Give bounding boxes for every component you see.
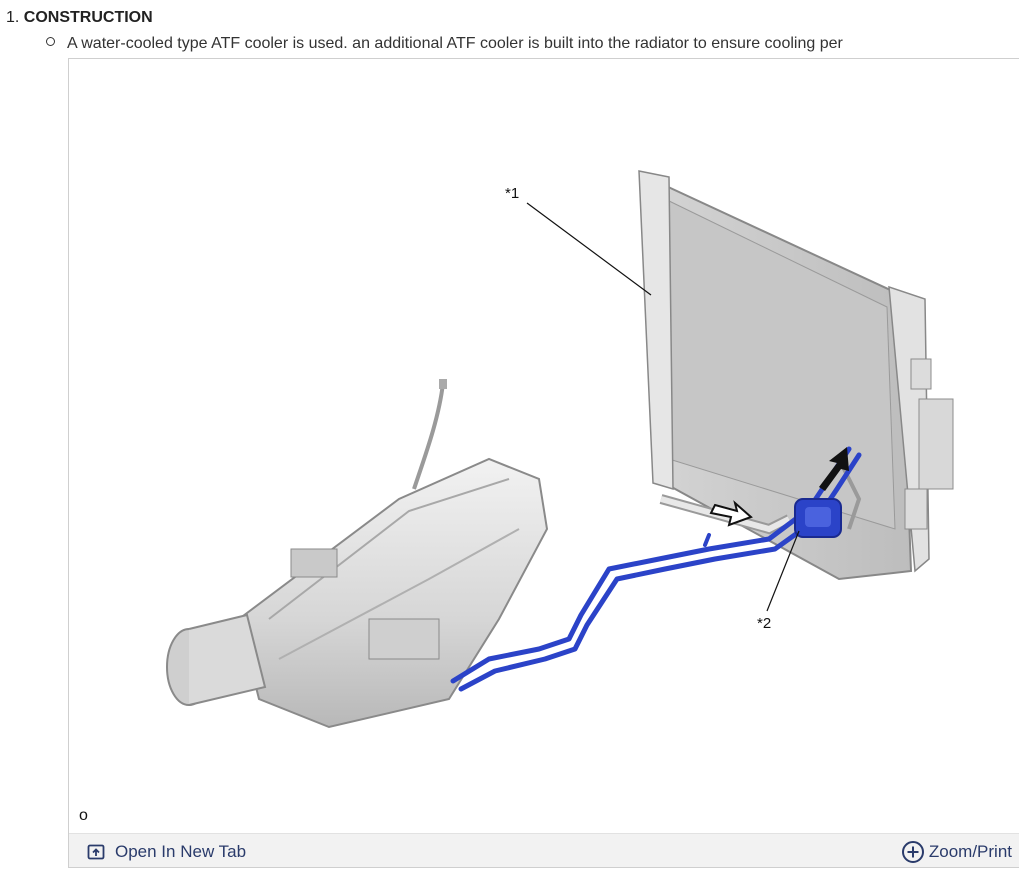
bullet-text: A water-cooled type ATF cooler is used. …: [67, 35, 843, 52]
open-new-tab-icon: [87, 844, 105, 860]
figure-toolbar: Open In New Tab Zoom/Print: [69, 833, 1019, 867]
zoom-print-label: Zoom/Print: [928, 842, 1012, 861]
open-in-new-tab-label: Open In New Tab: [115, 842, 247, 861]
atf-cooler-illustration: [166, 170, 954, 729]
section-number: 1.: [6, 9, 20, 26]
transmission: [166, 379, 549, 729]
leader-lines: [526, 202, 800, 612]
section-heading: 1. CONSTRUCTION: [6, 9, 153, 27]
section-title: CONSTRUCTION: [23, 9, 153, 26]
flow-arrows: [709, 447, 849, 527]
open-in-new-tab-button[interactable]: Open In New Tab: [87, 834, 247, 867]
bullet-item: A water-cooled type ATF cooler is used. …: [46, 35, 1019, 53]
radiator: [638, 170, 954, 581]
callout-2-label: *2: [757, 615, 772, 632]
bullet-circle-icon: [46, 37, 55, 47]
figure-container: *1 *2 o Open In New Tab Zoom/Print: [68, 58, 1019, 868]
callout-1-label: *1: [505, 185, 520, 202]
zoom-print-button[interactable]: Zoom/Print: [901, 834, 1012, 867]
zoom-plus-icon: [901, 841, 924, 863]
atf-cooler-lines: [450, 446, 862, 692]
figure-corner-mark: o: [79, 807, 88, 824]
